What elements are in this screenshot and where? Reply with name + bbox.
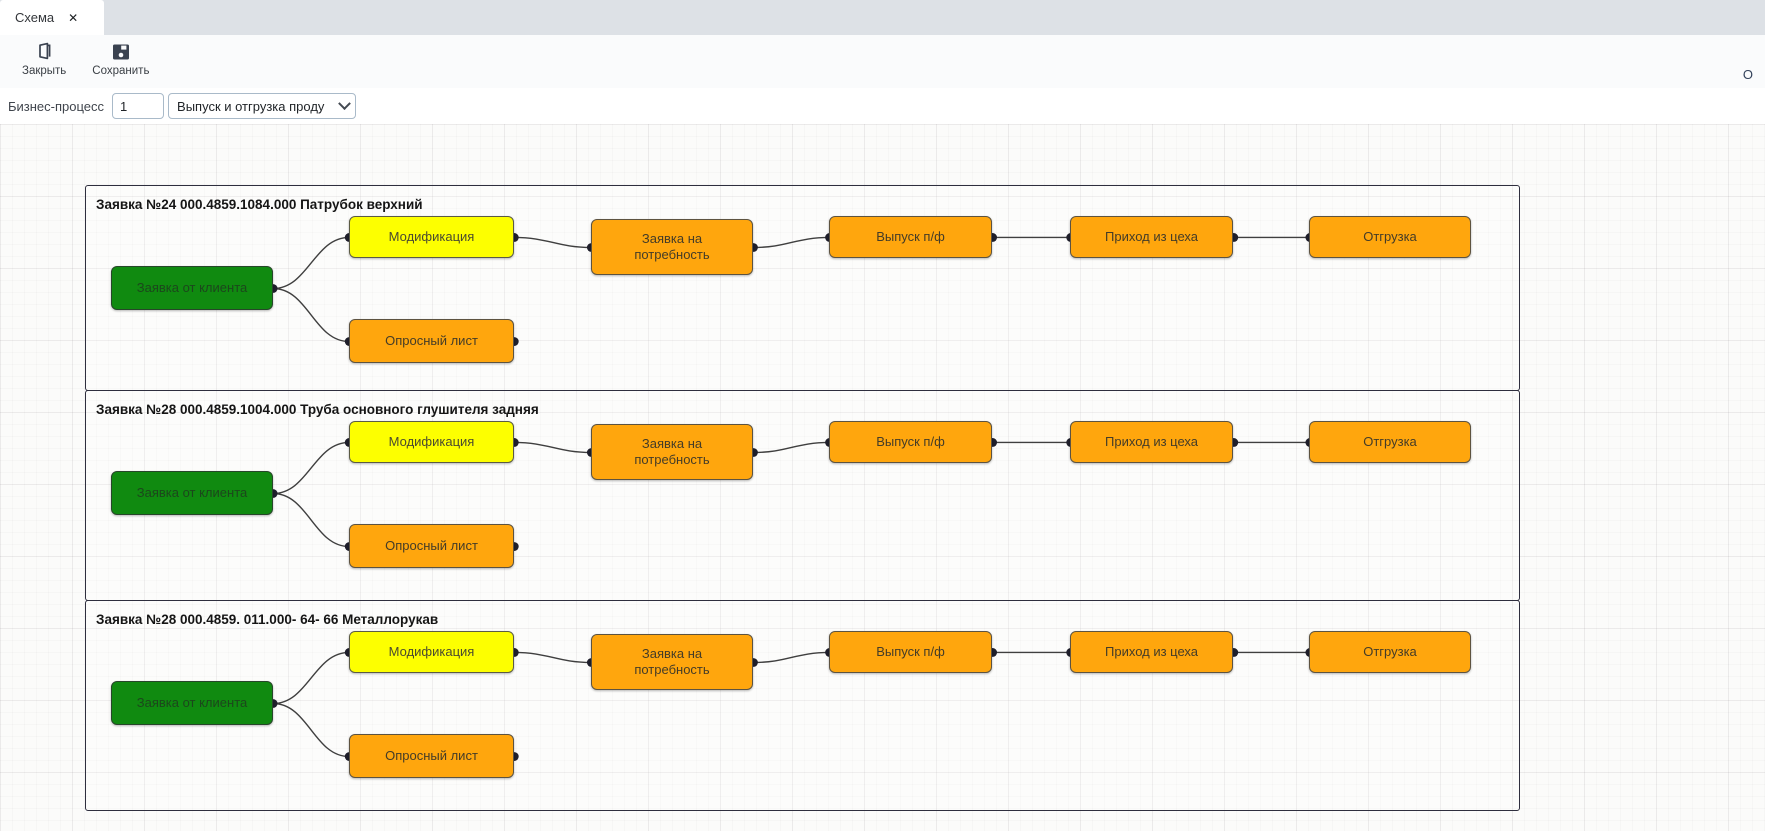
node-client-request[interactable]: Заявка от клиента [111, 681, 273, 725]
close-icon[interactable]: ✕ [68, 10, 79, 25]
node-questionnaire[interactable]: Опросный лист [349, 734, 514, 778]
node-questionnaire[interactable]: Опросный лист [349, 319, 514, 363]
floppy-disk-icon [111, 42, 131, 62]
node-workshop-receipt[interactable]: Приход из цеха [1070, 631, 1233, 673]
tab-schema[interactable]: Схема ✕ [0, 0, 104, 35]
node-questionnaire[interactable]: Опросный лист [349, 524, 514, 568]
node-workshop-receipt[interactable]: Приход из цеха [1070, 421, 1233, 463]
node-client-request[interactable]: Заявка от клиента [111, 266, 273, 310]
connection-lines [268, 438, 1315, 551]
group-title: Заявка №28 000.4859.1004.000 Труба основ… [96, 402, 539, 417]
group-title: Заявка №24 000.4859.1084.000 Патрубок ве… [96, 197, 423, 212]
process-group-3: Заявка №28 000.4859. 011.000- 64- 66 Мет… [85, 600, 1520, 811]
process-group-1: Заявка №24 000.4859.1084.000 Патрубок ве… [85, 185, 1520, 391]
close-button[interactable]: Закрыть [14, 39, 74, 79]
node-modification[interactable]: Модификация [349, 216, 514, 258]
node-workshop-receipt[interactable]: Приход из цеха [1070, 216, 1233, 258]
process-group-2: Заявка №28 000.4859.1004.000 Труба основ… [85, 390, 1520, 601]
diagram-canvas[interactable]: Заявка №24 000.4859.1084.000 Патрубок ве… [0, 124, 1765, 831]
node-client-request[interactable]: Заявка от клиента [111, 471, 273, 515]
node-shipment[interactable]: Отгрузка [1309, 421, 1471, 463]
node-semi-finished-release[interactable]: Выпуск п/ф [829, 421, 992, 463]
node-demand-request[interactable]: Заявка на потребность [591, 219, 753, 275]
door-icon [34, 42, 54, 62]
save-button[interactable]: Сохранить [84, 39, 157, 79]
group-title: Заявка №28 000.4859. 011.000- 64- 66 Мет… [96, 612, 439, 627]
chevron-down-icon [338, 96, 351, 110]
node-semi-finished-release[interactable]: Выпуск п/ф [829, 216, 992, 258]
tab-title: Схема [15, 10, 55, 25]
save-button-label: Сохранить [92, 65, 150, 77]
process-label: Бизнес-процесс [8, 98, 105, 114]
process-select[interactable]: Выпуск и отгрузка проду [168, 93, 357, 119]
node-shipment[interactable]: Отгрузка [1309, 631, 1471, 673]
process-select-value: Выпуск и отгрузка проду [177, 98, 325, 114]
connection-lines [268, 233, 1315, 346]
node-demand-request[interactable]: Заявка на потребность [591, 424, 753, 480]
process-bar: Бизнес-процесс Выпуск и отгрузка проду [0, 88, 1765, 124]
toolbar: Закрыть Сохранить O [0, 35, 1765, 88]
node-modification[interactable]: Модификация [349, 421, 514, 463]
process-number-input[interactable] [112, 93, 165, 119]
node-shipment[interactable]: Отгрузка [1309, 216, 1471, 258]
close-button-label: Закрыть [22, 65, 67, 77]
tab-bar: Схема ✕ [0, 0, 1765, 35]
node-modification[interactable]: Модификация [349, 631, 514, 673]
toolbar-right-text: O [1742, 67, 1753, 82]
node-demand-request[interactable]: Заявка на потребность [591, 634, 753, 690]
node-semi-finished-release[interactable]: Выпуск п/ф [829, 631, 992, 673]
connection-lines [268, 648, 1315, 761]
